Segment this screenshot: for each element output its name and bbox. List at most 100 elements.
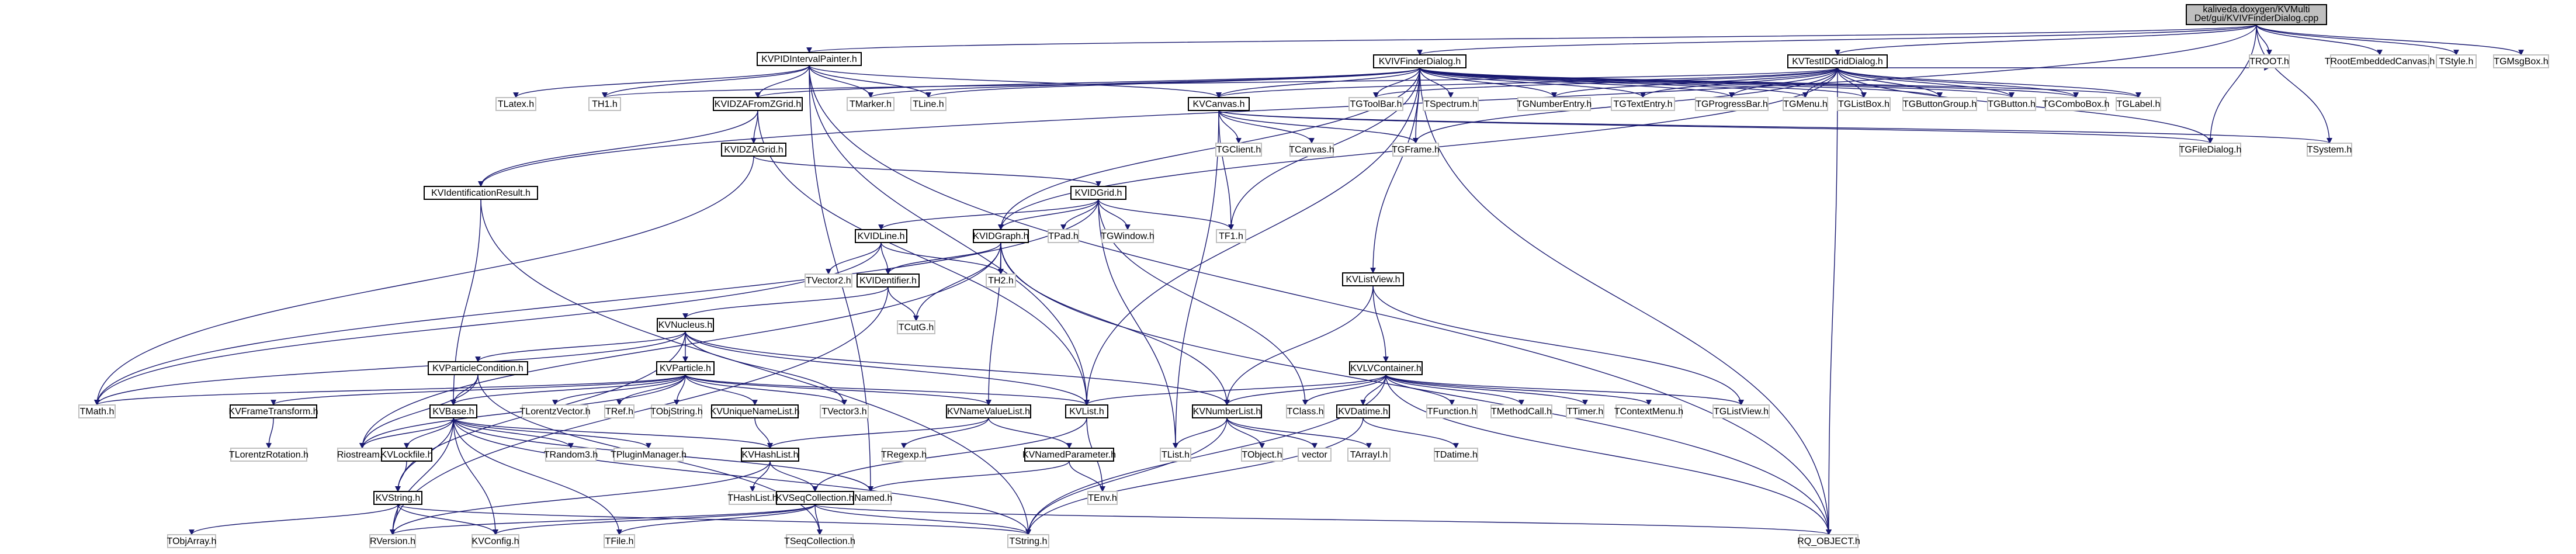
node-TGListBox[interactable]: TGListBox.h <box>1837 97 1891 111</box>
node-TGTextEntry[interactable]: TGTextEntry.h <box>1611 97 1675 111</box>
node-TGListView[interactable]: TGListView.h <box>1712 404 1770 418</box>
node-TCutG[interactable]: TCutG.h <box>897 320 935 334</box>
node-TSystem[interactable]: TSystem.h <box>2307 143 2352 157</box>
node-TCanvas[interactable]: TCanvas.h <box>1289 143 1334 157</box>
node-TLine[interactable]: TLine.h <box>910 97 947 111</box>
node-KVIDZAFromZGrid[interactable]: KVIDZAFromZGrid.h <box>713 97 803 111</box>
edge-KVTestIDGridDialog-to-KVCanvas <box>1216 67 1838 98</box>
node-TGProgressBar[interactable]: TGProgressBar.h <box>1695 97 1769 111</box>
node-TPad[interactable]: TPad.h <box>1048 229 1079 243</box>
node-TGWindow[interactable]: TGWindow.h <box>1101 229 1154 243</box>
node-TRef[interactable]: TRef.h <box>604 404 635 418</box>
node-TString[interactable]: TString.h <box>1007 534 1049 548</box>
node-KVList[interactable]: KVList.h <box>1065 404 1108 418</box>
node-TFunction[interactable]: TFunction.h <box>1426 404 1478 418</box>
node-KVNumberList[interactable]: KVNumberList.h <box>1192 404 1262 418</box>
node-TMarker[interactable]: TMarker.h <box>847 97 895 111</box>
node-TGButtonGroup[interactable]: TGButtonGroup.h <box>1902 97 1977 111</box>
node-KVBase[interactable]: KVBase.h <box>429 404 477 418</box>
node-TLatex[interactable]: TLatex.h <box>495 97 536 111</box>
node-TGNumberEntry[interactable]: TGNumberEntry.h <box>1517 97 1592 111</box>
node-KVIVFinderDialog[interactable]: KVIVFinderDialog.h <box>1373 54 1466 68</box>
node-TObjString[interactable]: TObjString.h <box>650 404 703 418</box>
node-KVNamedParameter[interactable]: KVNamedParameter.h <box>1022 448 1116 462</box>
node-root[interactable]: kaliveda.doxygen/KVMultiDet/gui/KVIVFind… <box>2186 4 2327 25</box>
node-KVIDGrid[interactable]: KVIDGrid.h <box>1070 186 1126 200</box>
node-TH1[interactable]: TH1.h <box>588 97 621 111</box>
node-KVTestIDGridDialog[interactable]: KVTestIDGridDialog.h <box>1787 54 1888 68</box>
edge-KVIDentifier-to-RVersion <box>390 286 889 535</box>
node-TSeqCollection[interactable]: TSeqCollection.h <box>784 534 855 548</box>
node-KVLockfile[interactable]: KVLockfile.h <box>381 448 433 462</box>
node-KVHashList[interactable]: KVHashList.h <box>741 448 799 462</box>
node-TLorentzRotation[interactable]: TLorentzRotation.h <box>229 448 308 462</box>
node-KVParticle[interactable]: KVParticle.h <box>656 361 715 375</box>
node-TGMsgBox[interactable]: TGMsgBox.h <box>2493 54 2549 68</box>
edge-KVIDGrid-to-TF1 <box>1098 199 1234 230</box>
node-TGFrame[interactable]: TGFrame.h <box>1392 143 1440 157</box>
node-KVDatime[interactable]: KVDatime.h <box>1336 404 1390 418</box>
node-TGFileDialog[interactable]: TGFileDialog.h <box>2179 143 2242 157</box>
node-TEnv[interactable]: TEnv.h <box>1087 491 1118 505</box>
node-KVIdentificationResult[interactable]: KVIdentificationResult.h <box>424 186 538 200</box>
node-KVPIDIntervalPainter[interactable]: KVPIDIntervalPainter.h <box>757 52 862 66</box>
node-TSpectrum[interactable]: TSpectrum.h <box>1423 97 1479 111</box>
node-TContextMenu[interactable]: TContextMenu.h <box>1614 404 1683 418</box>
node-KVConfig[interactable]: KVConfig.h <box>471 534 519 548</box>
node-TGToolBar[interactable]: TGToolBar.h <box>1348 97 1403 111</box>
node-TH2[interactable]: TH2.h <box>986 273 1016 288</box>
node-KVString[interactable]: KVString.h <box>373 491 422 505</box>
edge-KVIVFinderDialog-to-RQ_OBJECT <box>1419 67 1832 535</box>
node-box-TGTextEntry <box>1611 97 1675 111</box>
node-KVIDentifier[interactable]: KVIDentifier.h <box>857 273 920 288</box>
node-TStyle[interactable]: TStyle.h <box>2436 54 2477 68</box>
node-TRootEmbeddedCanvas[interactable]: TRootEmbeddedCanvas.h <box>2325 54 2435 68</box>
node-KVIDLine[interactable]: KVIDLine.h <box>855 229 907 243</box>
node-TMethodCall[interactable]: TMethodCall.h <box>1490 404 1552 418</box>
node-TVector2[interactable]: TVector2.h <box>805 273 852 288</box>
node-TRegexp[interactable]: TRegexp.h <box>881 448 927 462</box>
node-Riostream[interactable]: Riostream.h <box>337 448 387 462</box>
node-TObject[interactable]: TObject.h <box>1241 448 1283 462</box>
node-TDatime[interactable]: TDatime.h <box>1434 448 1478 462</box>
node-TMath[interactable]: TMath.h <box>78 404 116 418</box>
node-KVSeqCollection[interactable]: KVSeqCollection.h <box>776 491 854 505</box>
node-TFile[interactable]: TFile.h <box>604 534 635 548</box>
node-KVNucleus[interactable]: KVNucleus.h <box>657 318 714 332</box>
node-TRandom3[interactable]: TRandom3.h <box>544 448 598 462</box>
node-TGMenu[interactable]: TGMenu.h <box>1783 97 1828 111</box>
node-box-KVIdentificationResult <box>424 186 538 200</box>
node-TList[interactable]: TList.h <box>1160 448 1191 462</box>
node-TTimer[interactable]: TTimer.h <box>1566 404 1604 418</box>
node-TGButton[interactable]: TGButton.h <box>1987 97 2036 111</box>
node-KVParticleCondition[interactable]: KVParticleCondition.h <box>428 361 528 375</box>
node-KVIDZAGrid[interactable]: KVIDZAGrid.h <box>721 143 786 157</box>
node-TVector3[interactable]: TVector3.h <box>820 404 869 418</box>
node-RVersion[interactable]: RVersion.h <box>369 534 416 548</box>
node-TArrayI[interactable]: TArrayI.h <box>1347 448 1391 462</box>
node-TLorentzVector[interactable]: TLorentzVector.h <box>520 404 591 418</box>
node-KVListView[interactable]: KVListView.h <box>1342 272 1404 286</box>
node-KVUniqueNameList[interactable]: KVUniqueNameList.h <box>710 404 800 418</box>
node-TROOT[interactable]: TROOT.h <box>2249 54 2290 68</box>
node-TNamed[interactable]: TNamed.h <box>849 491 893 505</box>
node-THashList[interactable]: THashList.h <box>727 491 778 505</box>
node-TGComboBox[interactable]: TGComboBox.h <box>2043 97 2110 111</box>
node-TGClient[interactable]: TGClient.h <box>1215 143 1262 157</box>
node-TGLabel[interactable]: TGLabel.h <box>2116 97 2161 111</box>
node-KVCanvas[interactable]: KVCanvas.h <box>1188 97 1250 111</box>
node-KVFrameTransform[interactable]: KVFrameTransform.h <box>228 404 318 418</box>
node-label-TObjArray: TObjArray.h <box>167 536 217 546</box>
node-TPluginManager[interactable]: TPluginManager.h <box>611 448 687 462</box>
node-KVNameValueList[interactable]: KVNameValueList.h <box>946 404 1031 418</box>
node-RQ_OBJECT[interactable]: RQ_OBJECT.h <box>1797 534 1860 548</box>
node-KVIDGraph[interactable]: KVIDGraph.h <box>973 229 1029 243</box>
node-label-TRootEmbeddedCanvas: TRootEmbeddedCanvas.h <box>2325 57 2435 67</box>
node-box-TGMsgBox <box>2493 54 2549 68</box>
node-TObjArray[interactable]: TObjArray.h <box>167 534 217 548</box>
node-TClass[interactable]: TClass.h <box>1286 404 1325 418</box>
node-KVLVContainer[interactable]: KVLVContainer.h <box>1349 361 1423 375</box>
edge-KVListView-to-KVLVContainer <box>1372 285 1389 362</box>
node-TF1[interactable]: TF1.h <box>1216 229 1246 243</box>
node-vector[interactable]: vector <box>1298 448 1332 462</box>
